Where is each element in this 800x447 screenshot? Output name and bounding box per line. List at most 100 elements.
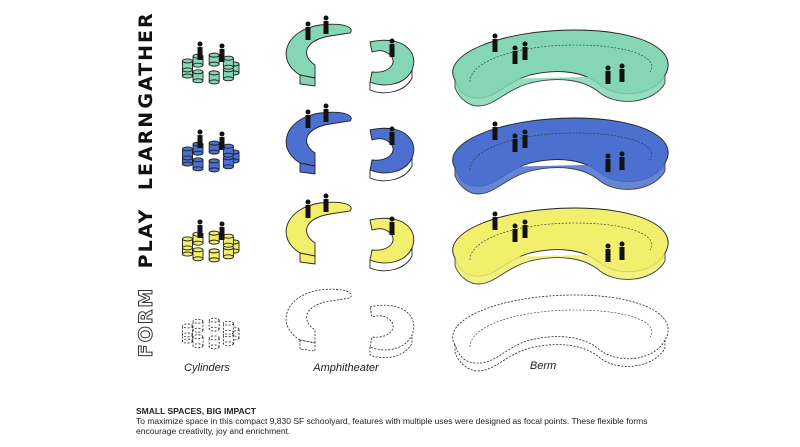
cylinder-top xyxy=(181,58,193,64)
person-body xyxy=(389,44,395,57)
berm-form xyxy=(452,294,669,364)
person-head xyxy=(512,45,518,51)
cylinder-base xyxy=(181,251,193,257)
cylinder-base xyxy=(222,64,234,70)
cylinder-base xyxy=(192,327,204,333)
person-body xyxy=(605,71,611,84)
cylinder-base xyxy=(182,338,193,344)
cylinder-base xyxy=(192,78,204,84)
form-row-learn xyxy=(181,103,669,195)
form-row-gather xyxy=(181,15,669,107)
cylinder-base xyxy=(222,76,234,82)
person-head xyxy=(219,221,225,227)
berm-contour xyxy=(469,222,653,261)
cylinder-top xyxy=(208,335,220,341)
cylinder-base xyxy=(208,61,220,67)
column-label-amphitheater: Amphitheater xyxy=(313,362,379,374)
cylinder-top xyxy=(181,146,193,152)
cylinder-base xyxy=(208,257,220,263)
person-body xyxy=(219,137,225,150)
person-body xyxy=(605,249,611,262)
person-head xyxy=(492,121,498,127)
person-head xyxy=(522,129,528,135)
cylinder-base xyxy=(222,164,234,170)
berm-side xyxy=(454,75,666,107)
person-body xyxy=(619,69,625,82)
person-head xyxy=(197,219,203,225)
amphitheater-right-side xyxy=(369,158,413,182)
cylinder-base xyxy=(222,341,234,347)
cylinder-base xyxy=(222,329,234,335)
cylinder-base xyxy=(182,332,193,338)
berm-side xyxy=(454,340,666,372)
berm-contour xyxy=(469,132,653,171)
cylinder-base xyxy=(192,343,204,349)
row-label-learn: LEARN xyxy=(135,109,157,191)
cylinder-base xyxy=(181,67,193,73)
cylinder-top xyxy=(208,70,220,76)
cylinders-form xyxy=(181,52,240,85)
cylinder-base xyxy=(222,152,234,158)
cylinder-base xyxy=(208,344,220,350)
row-label-play: PLAY xyxy=(135,207,157,269)
amphitheater-left-form xyxy=(285,201,352,257)
cylinder-top xyxy=(222,233,234,239)
person-body xyxy=(219,227,225,240)
person-head xyxy=(512,133,518,139)
person-body xyxy=(619,247,625,260)
cylinder-base xyxy=(192,166,204,172)
cylinder-top xyxy=(192,247,204,253)
cylinder-top xyxy=(208,158,220,164)
person-head xyxy=(389,38,395,44)
cylinder-base xyxy=(222,242,234,248)
cylinder-base xyxy=(181,155,193,161)
person-head xyxy=(605,65,611,71)
cylinder-base xyxy=(181,73,193,79)
amphitheater-right-form xyxy=(369,127,415,174)
person-body xyxy=(522,47,528,60)
person-head xyxy=(522,219,528,225)
person-head xyxy=(389,216,395,222)
amphitheater-steps xyxy=(299,252,316,265)
person-body xyxy=(305,27,311,40)
amphitheater-right-side xyxy=(369,335,413,359)
cylinder-base xyxy=(208,239,220,245)
berm-contour xyxy=(469,309,653,348)
caption-title: SMALL SPACES, BIG IMPACT xyxy=(136,406,256,416)
cylinder-top xyxy=(222,320,234,326)
person-body xyxy=(219,49,225,62)
person-head xyxy=(512,223,518,229)
person-body xyxy=(305,205,311,218)
person-head xyxy=(219,131,225,137)
person-body xyxy=(512,229,518,242)
cylinder-top xyxy=(208,140,220,146)
amphitheater-left-form xyxy=(285,111,352,167)
amphitheater-right-form xyxy=(369,39,415,86)
person-body xyxy=(305,115,311,128)
amphitheater-right-side xyxy=(369,248,413,272)
person-head xyxy=(219,43,225,49)
person-head xyxy=(197,41,203,47)
caption: SMALL SPACES, BIG IMPACT To maximize spa… xyxy=(136,406,676,436)
cylinder-top xyxy=(208,52,220,58)
person-body xyxy=(492,39,498,52)
person-body xyxy=(323,109,329,122)
form-row-play xyxy=(181,193,669,285)
cylinder-base xyxy=(192,150,204,156)
amphitheater-right-side xyxy=(369,70,413,94)
amphitheater-steps xyxy=(299,74,316,87)
cylinder-top xyxy=(208,248,220,254)
cylinder-base xyxy=(192,256,204,262)
cylinder-top xyxy=(182,323,193,329)
cylinder-top xyxy=(181,236,193,242)
cylinder-top xyxy=(208,317,220,323)
column-label-cylinders: Cylinders xyxy=(184,362,230,374)
cylinder-top xyxy=(192,318,204,324)
person-body xyxy=(522,225,528,238)
person-head xyxy=(305,21,311,27)
column-label-berm: Berm xyxy=(529,360,557,372)
cylinder-base xyxy=(181,245,193,251)
person-head xyxy=(305,199,311,205)
person-body xyxy=(389,132,395,145)
